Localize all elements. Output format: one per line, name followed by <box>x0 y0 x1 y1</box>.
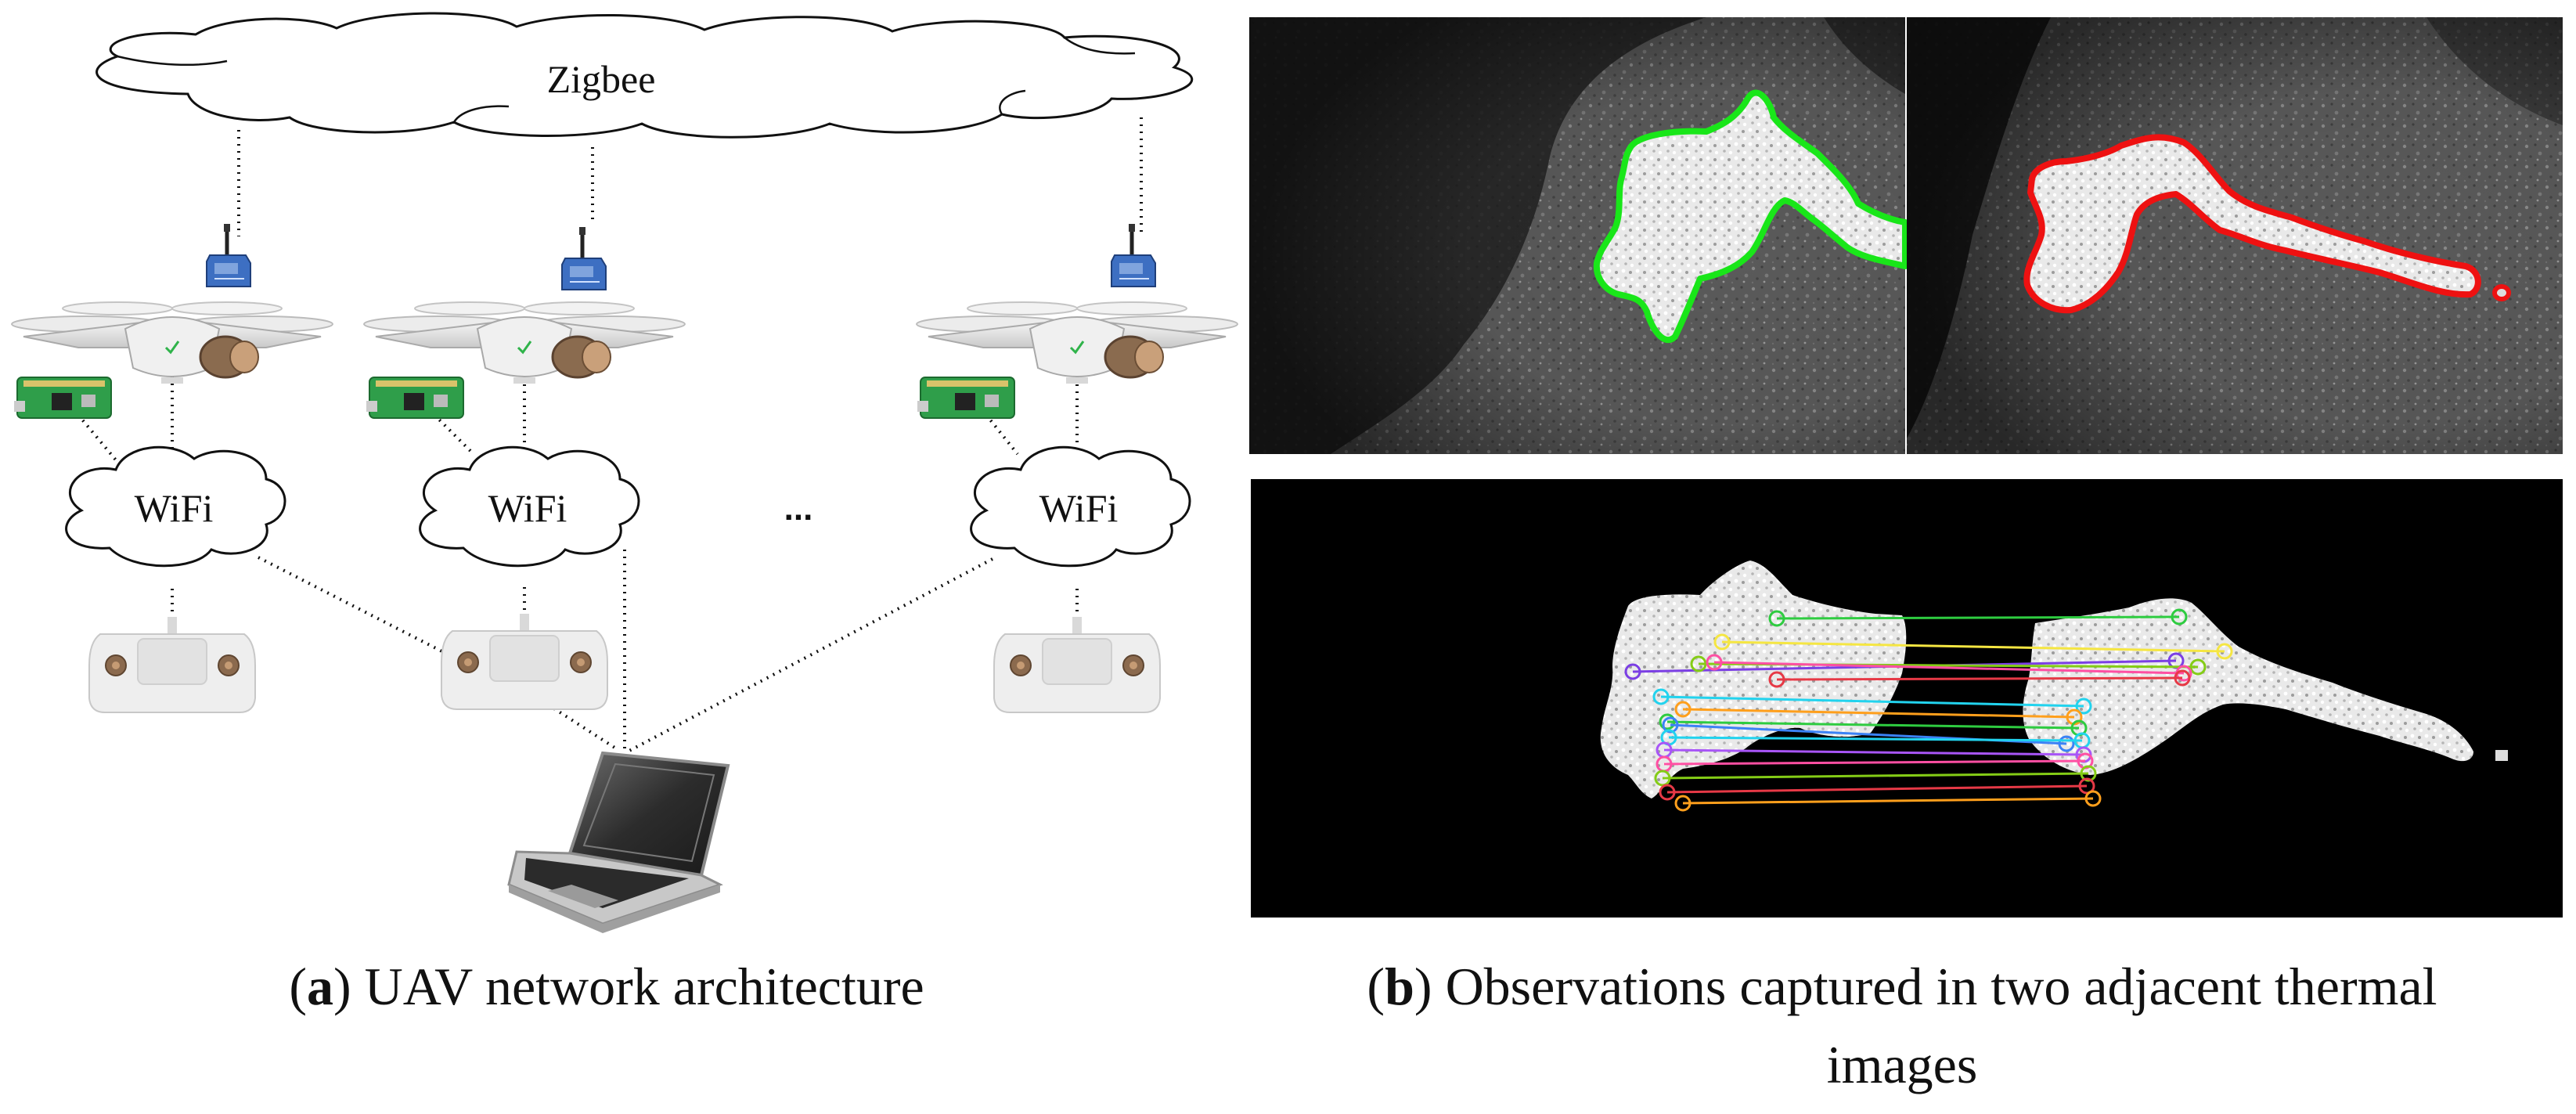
zigbee-module-icon <box>562 227 606 290</box>
thermal-image-2 <box>1907 17 2563 454</box>
drone-unit-1 <box>10 224 334 419</box>
panel-a-network-diagram: Zigbee <box>10 12 1239 933</box>
remote-controller-icon <box>441 613 608 710</box>
caption-b-line2: images <box>1826 1035 1978 1094</box>
laptop-icon <box>507 751 730 933</box>
drone-unit-2 <box>362 227 686 419</box>
raspberry-pi-icon <box>917 377 1015 419</box>
caption-a-letter: a <box>306 957 333 1016</box>
match-lines <box>1624 608 2233 812</box>
caption-b: (b) Observations captured in two adjacen… <box>1367 957 2437 1094</box>
drone-icon <box>915 301 1239 385</box>
dotted-links <box>77 117 1143 753</box>
drone-unit-3 <box>915 224 1239 419</box>
zigbee-module-icon <box>207 224 250 287</box>
raspberry-pi-icon <box>366 377 464 419</box>
blob-left <box>1600 561 1907 799</box>
caption-b-letter: b <box>1385 957 1414 1016</box>
zigbee-module-icon <box>1111 224 1155 287</box>
wifi-cloud-2: WiFi <box>419 445 640 568</box>
drone-icon <box>10 301 334 385</box>
raspberry-pi-icon <box>13 377 112 419</box>
remote-controller-icon <box>993 616 1161 713</box>
wifi-cloud-3: WiFi <box>970 445 1191 568</box>
blob-right <box>2023 598 2473 775</box>
thermal-image-1 <box>1249 17 1908 454</box>
remote-controller-icon <box>88 616 256 713</box>
warm-region <box>2023 134 2481 314</box>
wifi-label: WiFi <box>1039 486 1119 530</box>
zigbee-label: Zigbee <box>547 57 656 101</box>
wifi-cloud-1: WiFi <box>65 445 286 568</box>
panel-b-thermal-images <box>1249 17 2563 918</box>
warm-region <box>1593 89 1908 344</box>
caption-a-text: UAV network architecture <box>364 957 924 1016</box>
wifi-label: WiFi <box>135 486 214 530</box>
drone-icon <box>362 301 686 385</box>
caption-b-line1: Observations captured in two adjacent th… <box>1445 957 2437 1016</box>
zigbee-cloud: Zigbee <box>95 12 1194 139</box>
caption-a: (a) UAV network architecture <box>289 957 924 1016</box>
ellipsis: ... <box>784 489 813 528</box>
wifi-label: WiFi <box>488 486 567 530</box>
feature-match-panel <box>1251 479 2563 918</box>
